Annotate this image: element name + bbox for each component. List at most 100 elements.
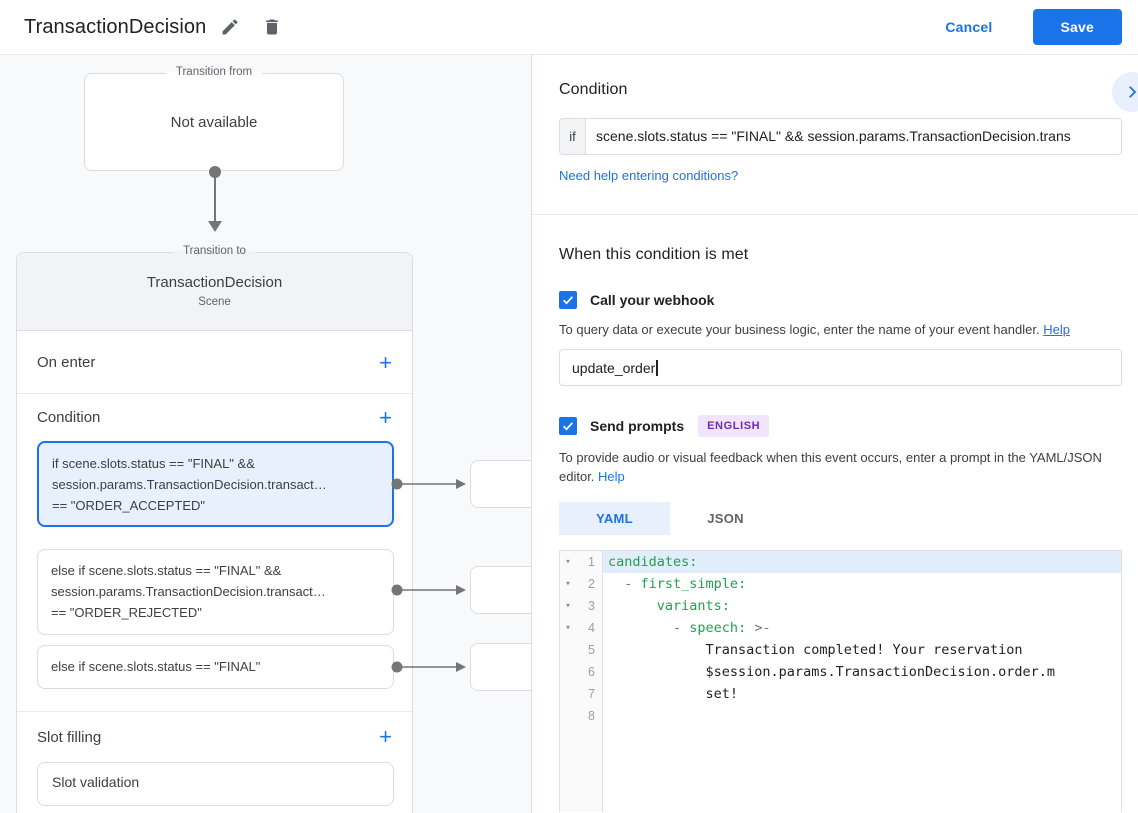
fold-gutter (560, 683, 576, 705)
if-prefix: if (560, 119, 586, 154)
scene-node-header: TransactionDecision Scene (17, 253, 412, 331)
top-bar: TransactionDecision Cancel Save (0, 0, 1138, 55)
condition-expression-value[interactable]: scene.slots.status == "FINAL" && session… (596, 128, 1071, 144)
scene-name: TransactionDecision (146, 274, 283, 291)
condition-line: if scene.slots.status == "FINAL" && (52, 456, 255, 471)
code-line[interactable]: $session.params.TransactionDecision.orde… (608, 664, 1056, 680)
webhook-handler-input[interactable]: update_order (559, 349, 1122, 386)
code-line[interactable]: set! (608, 686, 739, 702)
line-number: 3 (576, 595, 603, 617)
fold-arrow-icon[interactable]: ▾ (560, 551, 576, 573)
save-button[interactable]: Save (1032, 9, 1122, 45)
webhook-description: To query data or execute your business l… (559, 320, 1112, 339)
checkmark-icon (561, 419, 575, 433)
when-met-heading: When this condition is met (559, 246, 749, 263)
language-badge: ENGLISH (698, 415, 770, 437)
fold-arrow-icon[interactable]: ▾ (560, 617, 576, 639)
on-enter-section: On enter + (17, 332, 412, 393)
add-condition-button[interactable]: + (379, 404, 392, 430)
editor-line[interactable]: ▾4 - speech: >- (560, 617, 1121, 639)
line-number: 4 (576, 617, 603, 639)
condition-label: Condition (37, 409, 101, 426)
condition-heading: Condition (559, 81, 628, 98)
editor-line[interactable]: 8 (560, 705, 1121, 727)
page-title: TransactionDecision (24, 15, 207, 38)
transition-target-box[interactable] (470, 460, 531, 508)
code-line[interactable]: - first_simple: (624, 576, 747, 592)
condition-help-link[interactable]: Need help entering conditions? (559, 168, 739, 183)
on-enter-label: On enter (37, 354, 96, 371)
edit-icon (220, 17, 240, 37)
collapse-panel-button[interactable] (1112, 72, 1138, 112)
condition-expression-field[interactable]: if scene.slots.status == "FINAL" && sess… (559, 118, 1122, 155)
line-number: 6 (576, 661, 603, 683)
fold-gutter (560, 705, 576, 727)
webhook-checkbox[interactable] (559, 291, 577, 309)
editor-line[interactable]: ▾3 variants: (560, 595, 1121, 617)
add-on-enter-button[interactable]: + (379, 349, 392, 375)
transition-from-label: Transition from (165, 66, 263, 78)
transition-target-box[interactable] (470, 566, 531, 614)
webhook-help-link[interactable]: Help (1043, 322, 1070, 337)
line-number: 5 (576, 639, 603, 661)
editor-tabs: YAML JSON (559, 502, 1122, 535)
checkmark-icon (561, 293, 575, 307)
prompts-description: To provide audio or visual feedback when… (559, 448, 1112, 486)
transition-target-box[interactable] (470, 643, 531, 691)
delete-button[interactable] (254, 9, 290, 45)
scene-type: Scene (198, 296, 231, 308)
scene-node: Transition to TransactionDecision Scene … (16, 245, 413, 813)
condition-section: Condition if scene.slots.status == "FINA… (532, 55, 1138, 215)
prompts-help-link[interactable]: Help (598, 469, 625, 484)
line-number: 1 (576, 551, 603, 573)
editor-filler (560, 727, 1121, 812)
code-line[interactable]: candidates: (603, 551, 1121, 573)
webhook-handler-value: update_order (572, 359, 656, 376)
fold-gutter (560, 639, 576, 661)
condition-line: == "ORDER_ACCEPTED" (52, 498, 205, 513)
text-cursor (656, 359, 658, 376)
slot-filling-section: Slot filling + (17, 712, 412, 762)
transition-to-label: Transition to (173, 245, 256, 257)
line-number: 7 (576, 683, 603, 705)
condition-card-accepted[interactable]: if scene.slots.status == "FINAL" && sess… (37, 441, 394, 527)
tab-json[interactable]: JSON (707, 511, 744, 526)
condition-line: else if scene.slots.status == "FINAL" (51, 659, 261, 674)
condition-detail-panel: Condition if scene.slots.status == "FINA… (531, 55, 1138, 813)
divider (17, 393, 412, 394)
prompts-checkbox[interactable] (559, 417, 577, 435)
code-line[interactable]: - speech: >- (673, 620, 771, 636)
fold-arrow-icon[interactable]: ▾ (560, 573, 576, 595)
condition-card-final[interactable]: else if scene.slots.status == "FINAL" (37, 645, 394, 689)
line-number: 8 (576, 705, 603, 727)
webhook-label: Call your webhook (590, 292, 715, 308)
delete-icon (262, 17, 282, 37)
editor-line[interactable]: 6 $session.params.TransactionDecision.or… (560, 661, 1121, 683)
code-line[interactable]: variants: (656, 598, 730, 614)
fold-arrow-icon[interactable]: ▾ (560, 595, 576, 617)
tab-yaml[interactable]: YAML (559, 502, 670, 535)
condition-line: session.params.TransactionDecision.trans… (52, 477, 327, 492)
when-met-section: When this condition is met Call your web… (532, 215, 1138, 812)
chevron-right-icon (1123, 83, 1138, 101)
editor-line[interactable]: 5 Transaction completed! Your reservatio… (560, 639, 1121, 661)
slot-validation-card[interactable]: Slot validation (37, 762, 394, 806)
editor-line[interactable]: ▾2 - first_simple: (560, 573, 1121, 595)
code-line[interactable]: Transaction completed! Your reservation (608, 642, 1023, 658)
condition-card-rejected[interactable]: else if scene.slots.status == "FINAL" &&… (37, 549, 394, 635)
condition-line: session.params.TransactionDecision.trans… (51, 584, 326, 599)
scene-diagram: Transition from Not available Transition… (0, 55, 531, 813)
add-slot-button[interactable]: + (379, 724, 392, 749)
divider (17, 711, 412, 712)
prompts-label: Send prompts (590, 418, 685, 434)
transition-from-node: Transition from Not available (84, 66, 344, 171)
edit-button[interactable] (212, 9, 248, 45)
fold-gutter (560, 661, 576, 683)
webhook-row: Call your webhook (559, 291, 1122, 309)
editor-line[interactable]: 7 set! (560, 683, 1121, 705)
cancel-button[interactable]: Cancel (927, 10, 1010, 44)
code-line[interactable] (603, 705, 1121, 727)
condition-section-header: Condition + (17, 394, 412, 441)
